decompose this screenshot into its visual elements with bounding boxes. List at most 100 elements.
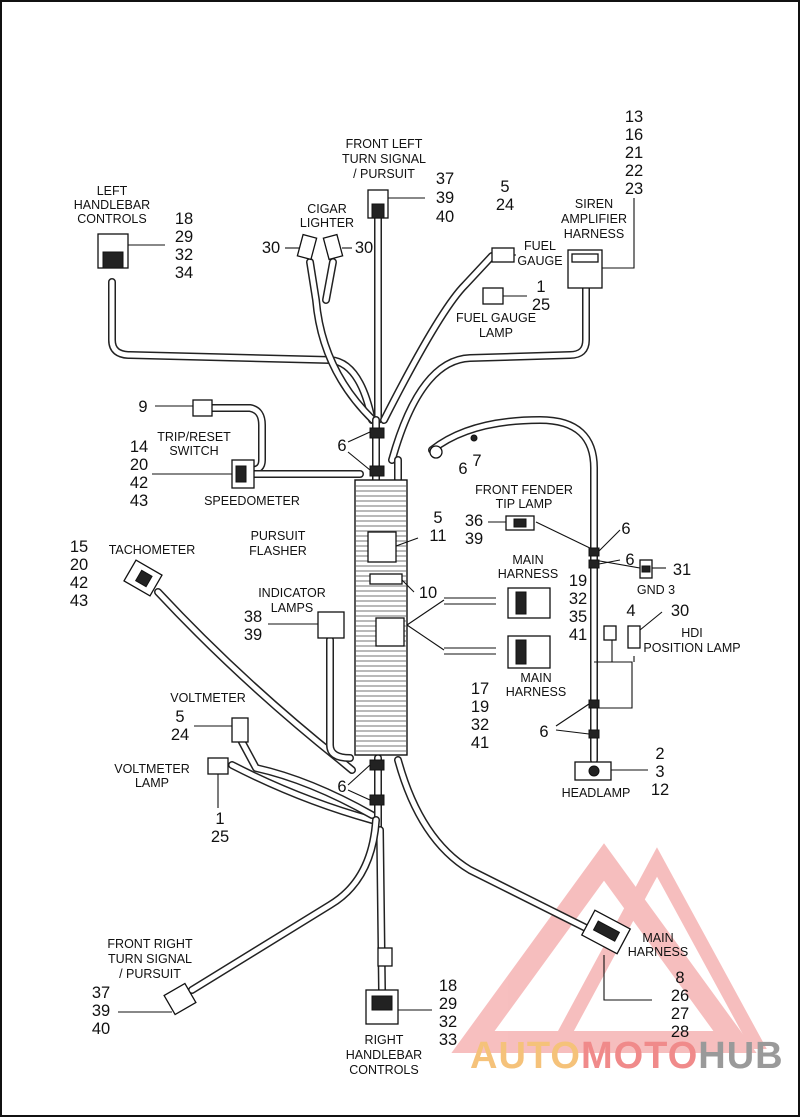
label-voltmeter-lamp-1: LAMP — [135, 776, 169, 790]
label-right-handlebar-2: CONTROLS — [349, 1063, 418, 1077]
callout-voltmeter-lamp-0: 1 — [215, 810, 224, 828]
front-right-turn-connector — [118, 982, 197, 1016]
callout-main-harness-low-1: 26 — [671, 987, 689, 1005]
callout-front-right-turn-1: 39 — [92, 1002, 110, 1020]
watermark-text: AUTOMOTOHUB — [470, 1035, 784, 1077]
label-front-left-turn-0: FRONT LEFT — [346, 137, 423, 151]
callout-fender-tip-1: 39 — [465, 530, 483, 548]
callout-speedometer-2: 42 — [130, 474, 148, 492]
callout-left-handlebar-3: 34 — [175, 264, 193, 282]
label-gnd3-0: GND 3 — [637, 583, 675, 597]
right-handlebar-connector — [365, 947, 432, 1025]
label-main-harness-mid-1: HARNESS — [506, 685, 566, 699]
callout-main-harness-mid-3: 41 — [471, 734, 489, 752]
callout-front-left-turn-2: 40 — [436, 208, 454, 226]
callout-tachometer-2: 42 — [70, 574, 88, 592]
fender-tip-lamp-connector — [488, 515, 535, 531]
label-front-right-turn-1: TURN SIGNAL — [108, 952, 192, 966]
label-trip-reset-1: SWITCH — [169, 444, 218, 458]
label-front-right-turn-2: / PURSUIT — [119, 967, 181, 981]
callout-gnd3-0: 31 — [673, 561, 691, 579]
callout-main-harness-top-2: 35 — [569, 608, 587, 626]
cigar-lighter-connectors — [285, 233, 352, 261]
callout-speedometer-0: 14 — [130, 438, 148, 456]
callout-indicator-lamps-1: 39 — [244, 626, 262, 644]
label-headlamp-0: HEADLAMP — [562, 786, 631, 800]
callout-fuel-gauge-1: 24 — [496, 196, 514, 214]
callout-front-right-turn-2: 40 — [92, 1020, 110, 1038]
label-hdi-position-1: POSITION LAMP — [643, 641, 740, 655]
label-front-fender-tip-0: FRONT FENDER — [475, 483, 573, 497]
indicator-lamps-part — [268, 611, 345, 639]
hdi-position-lamp-part — [603, 611, 663, 649]
label-cigar-lighter-1: LIGHTER — [300, 216, 354, 230]
label-trip-reset-0: TRIP/RESET — [157, 430, 231, 444]
callout-main-harness-mid-0: 17 — [471, 680, 489, 698]
callout-siren-amp-4: 23 — [625, 180, 643, 198]
label-front-left-turn-2: / PURSUIT — [353, 167, 415, 181]
label-siren-amp-2: HARNESS — [564, 227, 624, 241]
callout-headlamp-1: 3 — [655, 763, 664, 781]
callout-trip-reset-0: 9 — [138, 398, 147, 416]
label-main-harness-mid-0: MAIN — [520, 671, 551, 685]
callout-left-handlebar-0: 18 — [175, 210, 193, 228]
gnd3-terminal — [639, 559, 666, 579]
trip-reset-switch-part — [155, 399, 213, 417]
callout-front-left-turn-0: 37 — [436, 170, 454, 188]
label-speedometer-0: SPEEDOMETER — [204, 494, 300, 508]
callout-clamp-right-a-0: 6 — [621, 520, 630, 538]
label-main-harness-low-0: MAIN — [642, 931, 673, 945]
clamp-leaders — [347, 431, 621, 801]
callout-speedometer-3: 43 — [130, 492, 148, 510]
callout-left-handlebar-1: 29 — [175, 228, 193, 246]
label-right-handlebar-0: RIGHT — [365, 1033, 404, 1047]
watermark-part2: MOTO — [581, 1035, 698, 1077]
main-harness-mid-connector — [406, 624, 551, 669]
callout-main-harness-top-3: 41 — [569, 626, 587, 644]
callout-pursuit-flasher-0: 5 — [433, 509, 442, 527]
callout-cigar-right-0: 30 — [355, 239, 373, 257]
label-siren-amp-0: SIREN — [575, 197, 613, 211]
callout-tachometer-0: 15 — [70, 538, 88, 556]
callout-main-harness-top-0: 19 — [569, 572, 587, 590]
callout-clamp-top-0: 6 — [337, 437, 346, 455]
label-pursuit-flasher-1: FLASHER — [249, 544, 307, 558]
voltmeter-connector — [194, 717, 249, 743]
callout-clamp-right-b-0: 6 — [625, 551, 634, 569]
label-indicator-lamps-1: LAMPS — [271, 601, 313, 615]
callout-indicator-lamps-0: 38 — [244, 608, 262, 626]
pursuit-flasher-module — [367, 531, 397, 563]
callout-voltmeter-1: 24 — [171, 726, 189, 744]
callout-siren-amp-2: 21 — [625, 144, 643, 162]
callout-headlamp-2: 12 — [651, 781, 669, 799]
voltmeter-lamp-part — [207, 757, 229, 808]
headlamp-connector — [574, 761, 648, 781]
callout-hdi-lamp-0: 30 — [671, 602, 689, 620]
label-left-handlebar-1: HANDLEBAR — [74, 198, 150, 212]
label-siren-amp-1: AMPLIFIER — [561, 212, 627, 226]
callout-main-harness-low-2: 27 — [671, 1005, 689, 1023]
label-main-harness-low-1: HARNESS — [628, 945, 688, 959]
callout-main-harness-mid-2: 32 — [471, 716, 489, 734]
callout-fuel-gauge-lamp-1: 25 — [532, 296, 550, 314]
label-left-handlebar-0: LEFT — [97, 184, 128, 198]
fuel-gauge-lamp-part — [482, 287, 527, 305]
label-fuel-gauge-0: FUEL — [524, 239, 556, 253]
callout-tachometer-3: 43 — [70, 592, 88, 610]
tachometer-connector — [123, 559, 163, 597]
watermark-logo — [451, 843, 767, 1053]
label-voltmeter-lamp-0: VOLTMETER — [114, 762, 189, 776]
callout-main-harness-mid-1: 19 — [471, 698, 489, 716]
callout-hdi-bulb-0: 4 — [626, 602, 635, 620]
callout-main-harness-low-3: 28 — [671, 1023, 689, 1041]
label-voltmeter-0: VOLTMETER — [170, 691, 245, 705]
callout-main-harness-low-0: 8 — [675, 969, 684, 987]
callout-clamp-fender-0: 6 — [458, 460, 467, 478]
label-fuel-gauge-lamp-1: LAMP — [479, 326, 513, 340]
callout-front-left-turn-1: 39 — [436, 189, 454, 207]
callout-flasher-bracket-0: 10 — [419, 584, 437, 602]
flasher-bracket — [369, 573, 403, 585]
callout-voltmeter-0: 5 — [175, 708, 184, 726]
callout-voltmeter-lamp-1: 25 — [211, 828, 229, 846]
